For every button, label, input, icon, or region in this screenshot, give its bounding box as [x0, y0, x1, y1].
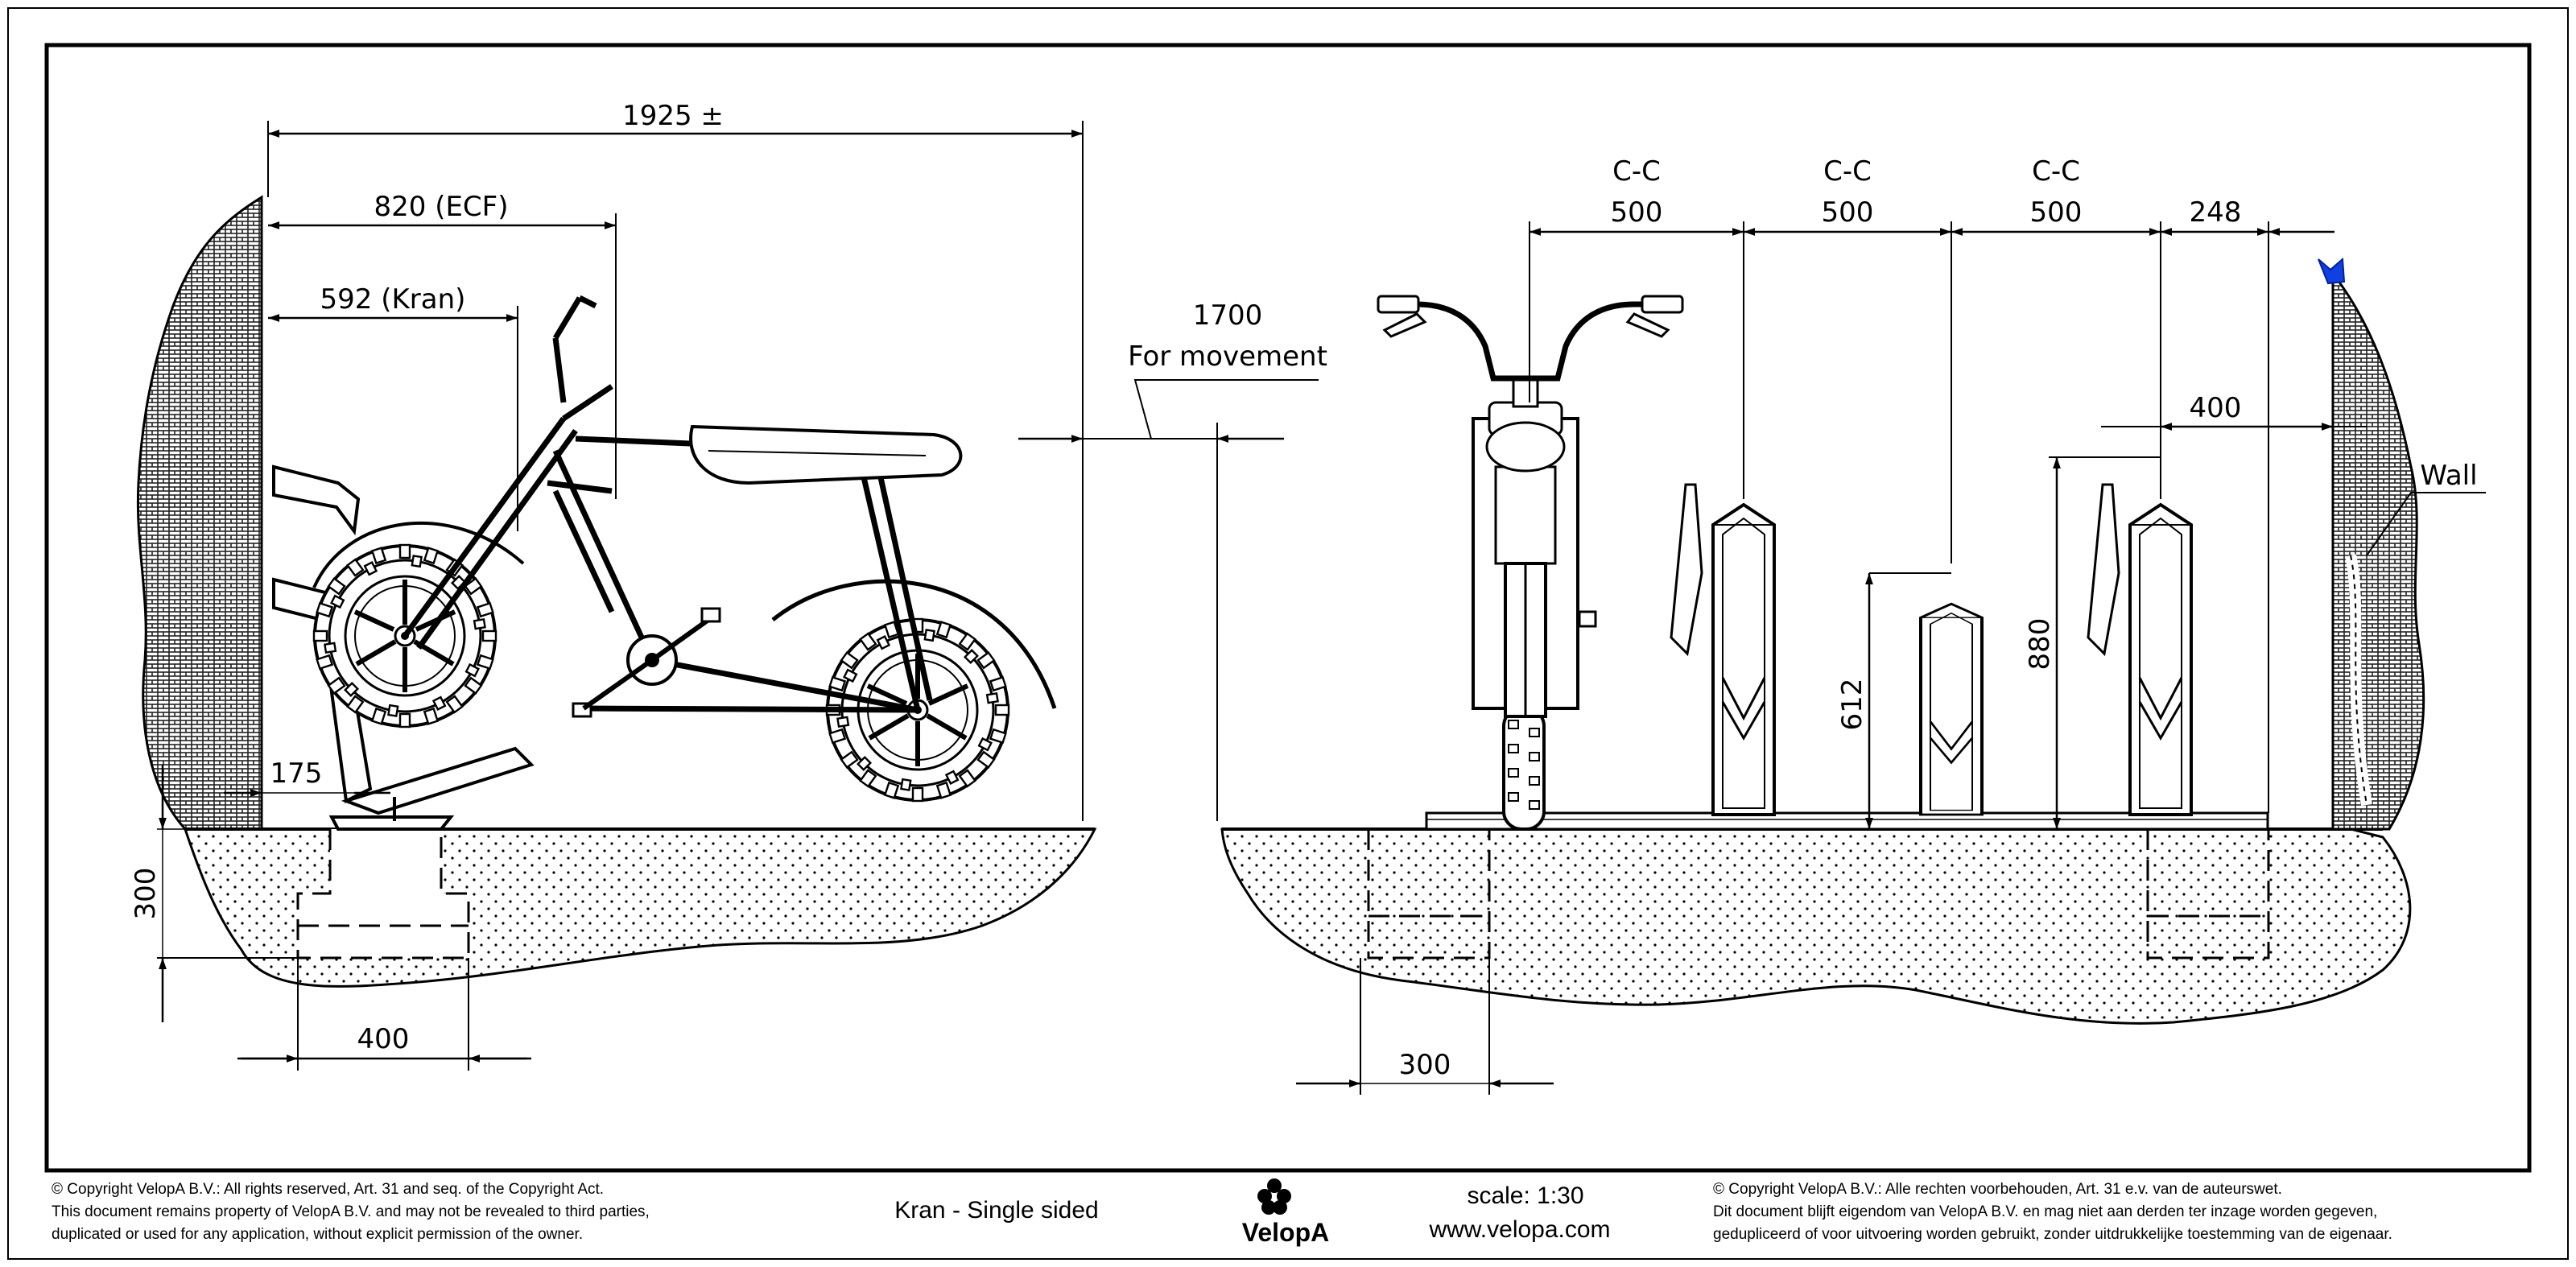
outer-border [7, 7, 2569, 1260]
side-bicycle [314, 295, 1057, 801]
dim-880: 880 [2024, 618, 2056, 671]
dim-300-front: 300 [1399, 1049, 1451, 1081]
velopa-logo: VelopA [1242, 1178, 1329, 1247]
cc-label-3: C-C [2032, 155, 2080, 188]
brand-name: VelopA [1242, 1218, 1329, 1247]
copyright-en-line-3: duplicated or used for any application, … [52, 1226, 583, 1243]
dim-612: 612 [1836, 679, 1868, 731]
side-wall [136, 195, 263, 831]
copyright-nl-line-1: © Copyright VelopA B.V.: Alle rechten vo… [1713, 1181, 2282, 1198]
dim-820: 820 (ECF) [374, 191, 508, 223]
marker-icon [2318, 257, 2346, 285]
dim-592: 592 (Kran) [320, 283, 466, 316]
dim-300-depth: 300 [130, 868, 162, 920]
dim-1925: 1925 ± [622, 100, 724, 132]
movement-label: For movement [1128, 340, 1327, 373]
dim-175: 175 [270, 757, 323, 790]
front-foundation-left [1367, 829, 1491, 960]
side-view: 1925 ± 820 (ECF) 592 (Kran) 175 300 400 [130, 100, 1097, 1071]
movement-dimension: 1700 For movement [1018, 299, 1327, 821]
dim-400-wall: 400 [2190, 392, 2242, 424]
cc-value-2: 500 [1822, 196, 1874, 229]
wall-label: Wall [2420, 460, 2477, 492]
dim-248: 248 [2190, 196, 2242, 229]
scale-label: scale: 1:30 [1467, 1182, 1583, 1209]
front-ground [1220, 827, 2412, 1025]
dim-400-side: 400 [357, 1023, 410, 1055]
cc-value-3: 500 [2030, 196, 2083, 229]
front-wall [2331, 270, 2425, 831]
copyright-en-line-1: © Copyright VelopA B.V.: All rights rese… [52, 1181, 604, 1198]
front-view: C-C 500 C-C 500 C-C 500 248 400 612 880 … [1220, 155, 2486, 1095]
cc-label-2: C-C [1823, 155, 1872, 188]
cc-label-1: C-C [1612, 155, 1661, 188]
product-name: Kran - Single sided [894, 1197, 1098, 1224]
dim-1700: 1700 [1193, 299, 1263, 332]
rack-post-1 [1670, 483, 1776, 816]
cc-value-1: 500 [1611, 196, 1663, 229]
copyright-nl-line-3: gedupliceerd of voor uitvoering worden g… [1713, 1226, 2392, 1243]
rack-post-3 [2087, 483, 2193, 816]
website-label: www.velopa.com [1428, 1216, 1610, 1243]
copyright-nl-line-2: Dit document blijft eigendom van VelopA … [1713, 1203, 2377, 1220]
drawing-frame [44, 43, 2532, 1173]
front-foundation-right [2146, 829, 2270, 960]
rack-post-2 [1919, 602, 1984, 816]
front-bicycle [1377, 295, 1684, 831]
footer: © Copyright VelopA B.V.: All rights rese… [52, 1178, 2392, 1247]
copyright-en-line-2: This document remains property of VelopA… [52, 1203, 650, 1220]
